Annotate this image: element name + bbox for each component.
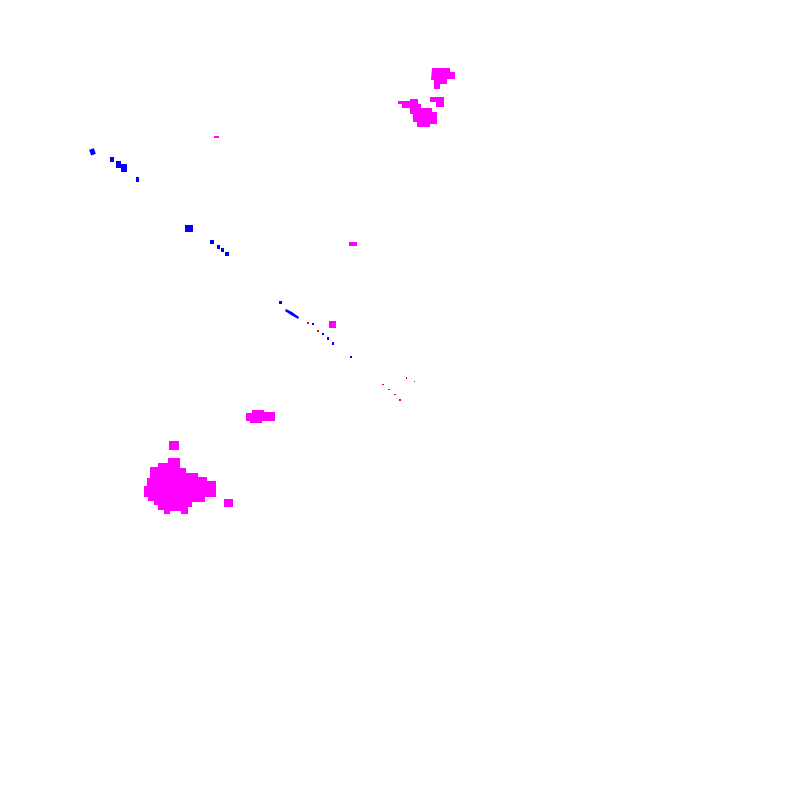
- blue-linear-features: [89, 148, 352, 358]
- red-point-features: [307, 322, 415, 401]
- magenta-cluster-top-right: [214, 68, 455, 328]
- magenta-cluster-bottom-left: [144, 410, 275, 514]
